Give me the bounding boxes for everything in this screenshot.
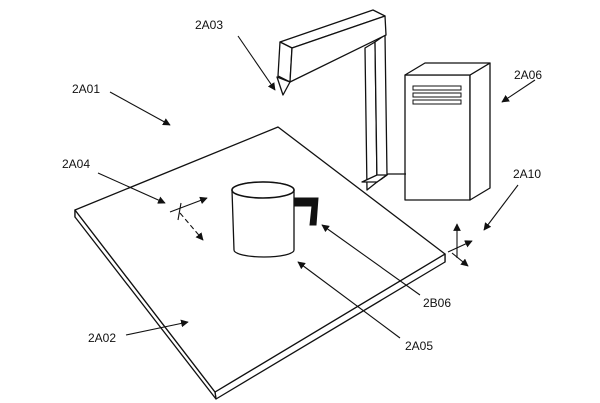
leader-2A03 bbox=[238, 36, 275, 90]
label-2A03: 2A03 bbox=[195, 18, 223, 32]
drive-bay-3 bbox=[413, 100, 461, 104]
table bbox=[75, 127, 445, 399]
world-frame-axes bbox=[448, 224, 472, 266]
label-2A01: 2A01 bbox=[72, 82, 100, 96]
label-2A02: 2A02 bbox=[88, 331, 116, 345]
label-2A10: 2A10 bbox=[513, 167, 541, 181]
world-frame-axis-x bbox=[448, 241, 472, 252]
world-frame-axis-y bbox=[452, 253, 468, 266]
leader-2A06 bbox=[502, 80, 535, 102]
drive-bay-2 bbox=[413, 93, 461, 97]
tower-side bbox=[470, 63, 490, 200]
arm-base bbox=[362, 175, 387, 182]
cup-rim bbox=[232, 182, 294, 198]
label-2A04: 2A04 bbox=[62, 157, 90, 171]
label-2B06: 2B06 bbox=[423, 296, 451, 310]
computer-tower bbox=[405, 63, 490, 200]
label-2A06: 2A06 bbox=[514, 68, 542, 82]
leader-2A10 bbox=[484, 185, 518, 230]
table-top bbox=[75, 127, 445, 392]
label-2A05: 2A05 bbox=[405, 339, 433, 353]
drive-bay-1 bbox=[413, 86, 461, 90]
leader-2A01 bbox=[110, 92, 170, 125]
arm-vertical-side bbox=[375, 35, 387, 182]
